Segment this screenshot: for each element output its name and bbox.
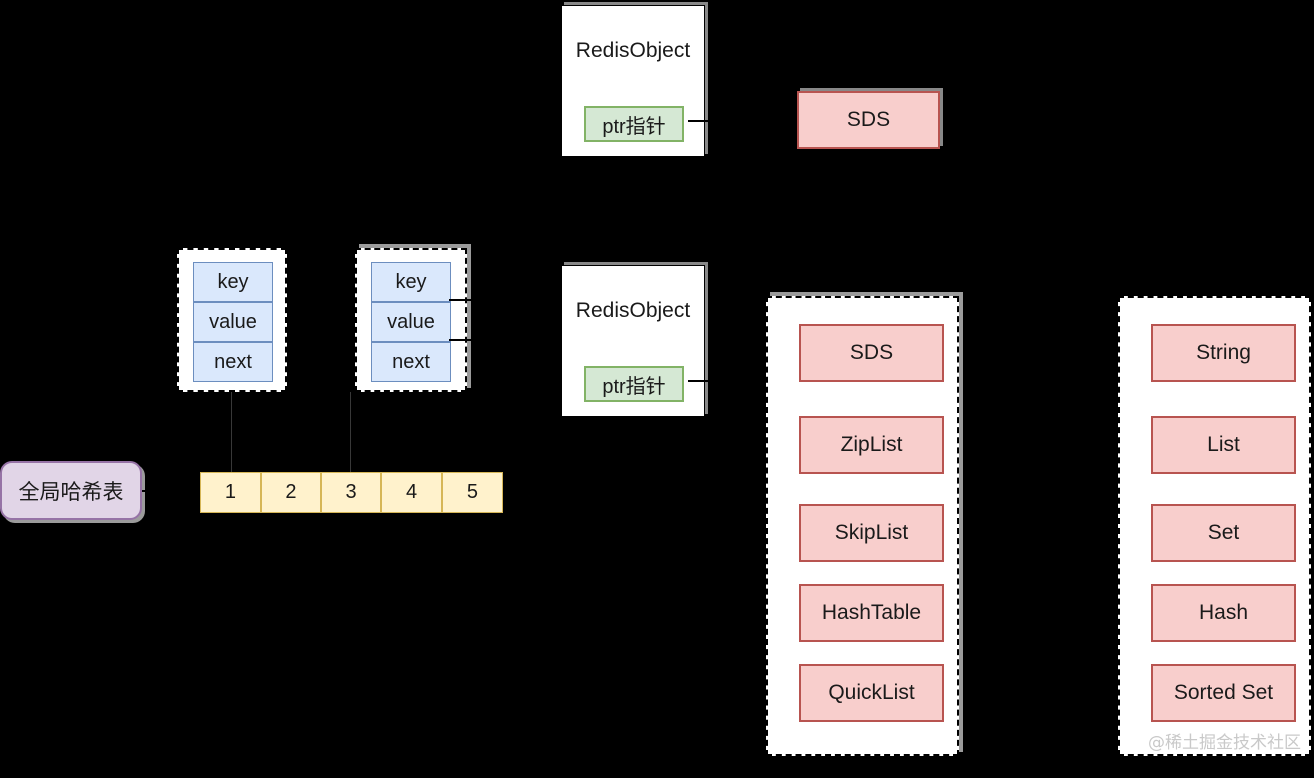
bucket-cell: 4	[381, 472, 442, 513]
bucket-cell: 1	[200, 472, 261, 513]
hash-entry-1: key value next	[177, 248, 287, 392]
underlying-structures-container: SDS ZipList SkipList HashTable QuickList	[766, 296, 959, 756]
redis-object-bottom: RedisObject ptr指针	[561, 265, 705, 417]
connector-entry2-value-stub	[449, 339, 471, 341]
structure-box: HashTable	[799, 584, 944, 642]
data-types-container: String List Set Hash Sorted Set @稀土掘金技术社…	[1118, 296, 1311, 756]
connector-hashtable-to-buckets	[142, 490, 202, 492]
redis-object-bottom-ptr-field: ptr指针	[584, 366, 684, 402]
hash-entry-2-key: key	[371, 262, 451, 302]
connector-ptr-top-to-sds	[688, 120, 793, 122]
connector-entry2-key-stub	[449, 299, 471, 301]
structure-box: SkipList	[799, 504, 944, 562]
bucket-cell: 3	[321, 472, 382, 513]
structure-box: QuickList	[799, 664, 944, 722]
connector-bucket1-to-entry1	[231, 392, 232, 472]
structure-box: ZipList	[799, 416, 944, 474]
data-type-box: List	[1151, 416, 1296, 474]
connector-ptr-bottom-stub	[688, 380, 708, 382]
bucket-cell: 5	[442, 472, 503, 513]
hash-entry-1-next: next	[193, 342, 273, 382]
data-type-box: Sorted Set	[1151, 664, 1296, 722]
watermark: @稀土掘金技术社区	[1148, 733, 1301, 753]
sds-box: SDS	[797, 91, 940, 149]
hash-entry-2-next: next	[371, 342, 451, 382]
global-hash-table-label: 全局哈希表	[0, 461, 142, 520]
hash-entry-1-value: value	[193, 302, 273, 342]
data-type-box: Set	[1151, 504, 1296, 562]
redis-object-top-ptr-field: ptr指针	[584, 106, 684, 142]
arrowhead-ptr-top-to-sds	[786, 114, 797, 128]
redis-object-top-title: RedisObject	[575, 39, 691, 62]
hash-entry-2-value: value	[371, 302, 451, 342]
redis-object-bottom-title: RedisObject	[575, 299, 691, 322]
bucket-array: 1 2 3 4 5	[200, 472, 503, 513]
hash-entry-1-key: key	[193, 262, 273, 302]
connector-bucket3-to-entry2	[350, 392, 351, 472]
data-type-box: Hash	[1151, 584, 1296, 642]
structure-box: SDS	[799, 324, 944, 382]
hash-entry-2: key value next	[355, 248, 467, 392]
data-type-box: String	[1151, 324, 1296, 382]
bucket-cell: 2	[260, 472, 321, 513]
redis-object-top: RedisObject ptr指针	[561, 5, 705, 157]
